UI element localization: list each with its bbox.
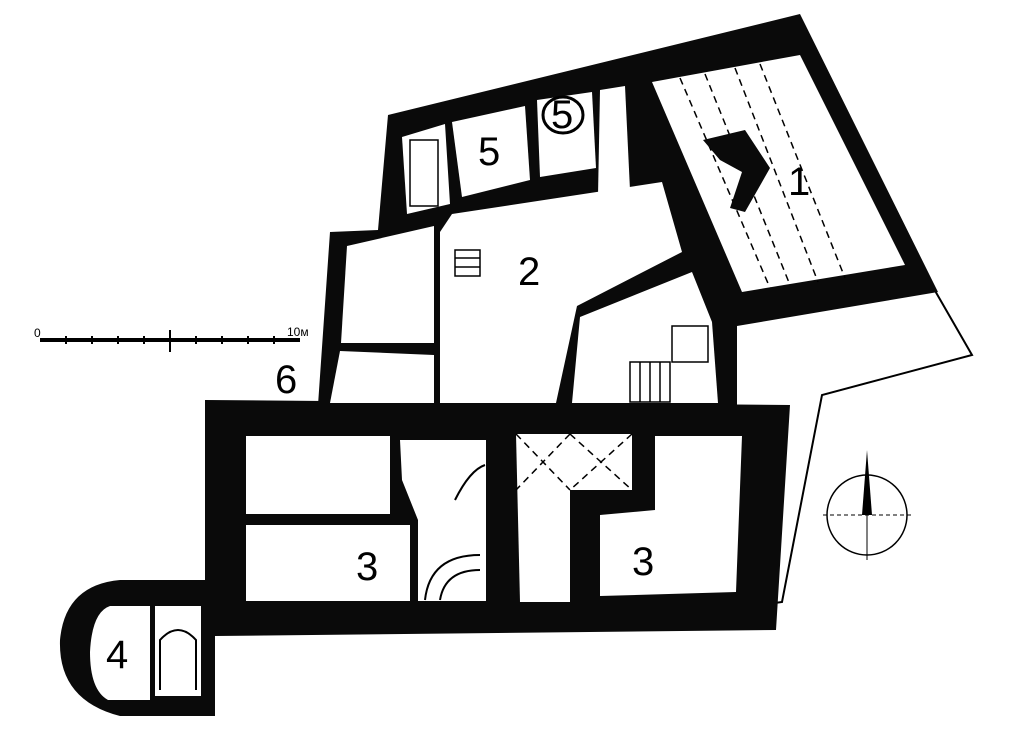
room-1-object	[703, 130, 770, 212]
room-label-3-right: 3	[632, 540, 654, 584]
stair-hall	[400, 440, 486, 601]
north-arrow-icon	[823, 450, 911, 560]
room-lower-left	[246, 436, 390, 514]
room-upper-left	[341, 226, 434, 343]
room-label-5-right: 5	[551, 93, 573, 137]
courtyard-outline	[759, 281, 974, 606]
room-right-of-2	[572, 272, 718, 403]
corridor	[516, 434, 570, 602]
room-3-left	[246, 525, 410, 601]
room-1	[652, 55, 905, 292]
room-label-4: 4	[106, 633, 128, 677]
small-stair-room	[598, 86, 630, 196]
room-label-5-left: 5	[478, 130, 500, 174]
stairs	[159, 139, 709, 690]
room-label-3-left: 3	[356, 545, 378, 589]
room-4	[90, 606, 150, 700]
room-label-2: 2	[518, 250, 540, 294]
room-2	[440, 182, 682, 403]
room-5-circle-marker	[541, 95, 585, 135]
tower-stair	[155, 606, 201, 696]
scale-end-label: 10м	[287, 325, 309, 339]
vault-crosses	[515, 433, 633, 491]
stair-room-upper	[402, 124, 450, 214]
room-label-1: 1	[788, 160, 810, 204]
room-6	[330, 351, 434, 403]
room-5-left	[452, 106, 530, 197]
room-label-6: 6	[275, 358, 297, 402]
scale-bar: 0 10м	[34, 325, 309, 352]
room-3-right	[600, 436, 742, 596]
scale-start-label: 0	[34, 326, 41, 340]
